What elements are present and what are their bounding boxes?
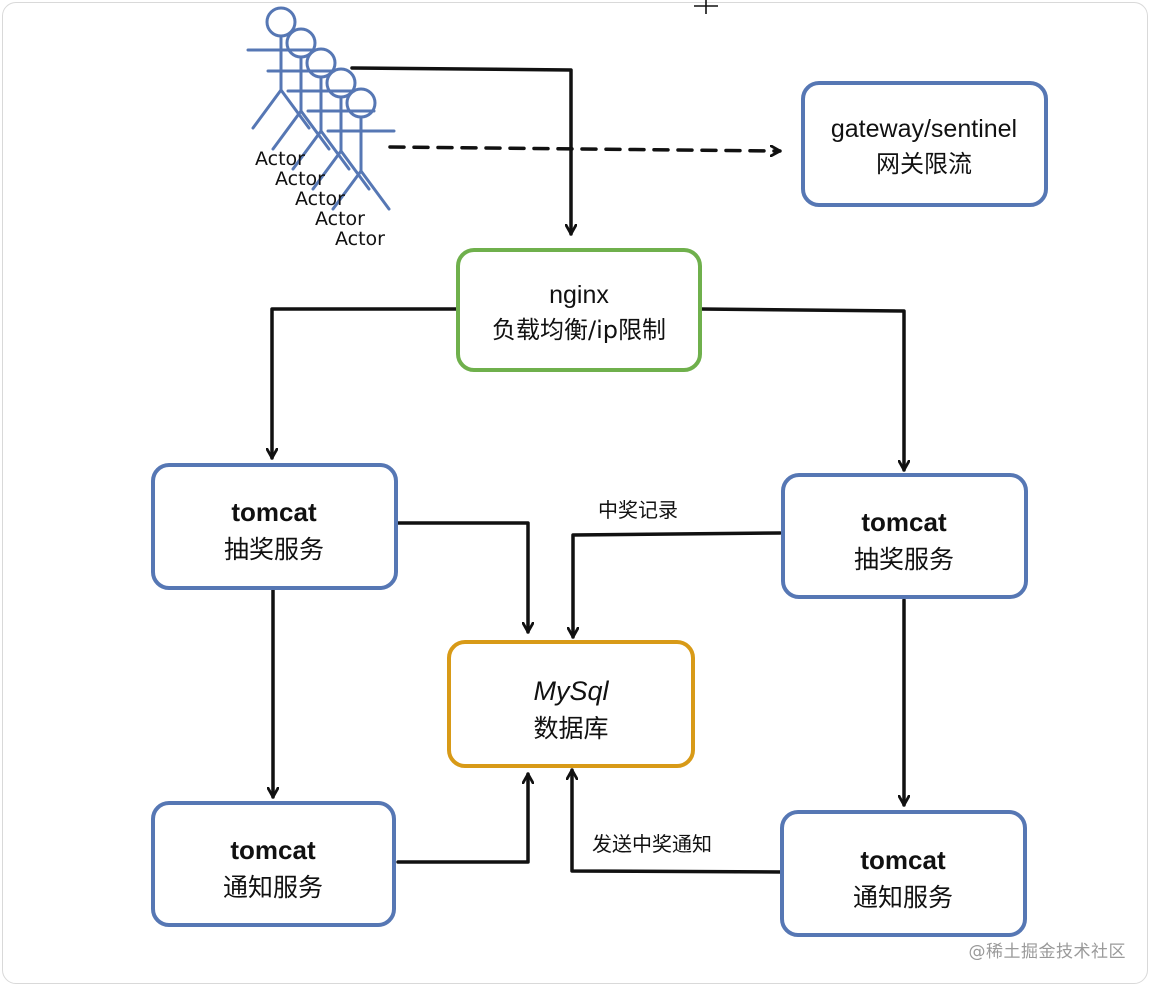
actor-figure-icon [266, 27, 336, 151]
actor-figure-icon [306, 67, 376, 191]
edge-nginx-to-left-lottery [272, 307, 460, 460]
actor-group [246, 6, 396, 211]
tomcat-lottery-right-title: tomcat [861, 507, 947, 537]
tomcat-notify-right-node: tomcat 通知服务 [780, 810, 1027, 937]
tomcat-lottery-right-subtitle: 抽奖服务 [854, 545, 954, 574]
actor-label: Actor [315, 208, 365, 230]
gateway-title: gateway/sentinel [831, 115, 1017, 143]
actor-figure-icon [286, 47, 356, 171]
tomcat-notify-right-subtitle: 通知服务 [853, 883, 953, 912]
tomcat-lottery-left-subtitle: 抽奖服务 [224, 535, 324, 564]
actor-label: Actor [255, 148, 305, 170]
mysql-subtitle: 数据库 [533, 714, 608, 743]
actor-figure-icon [246, 6, 316, 130]
gateway-subtitle: 网关限流 [876, 150, 972, 178]
watermark: @稀土掘金技术社区 [968, 942, 1126, 962]
tomcat-lottery-left-node: tomcat 抽奖服务 [151, 463, 398, 590]
mysql-node: MySql 数据库 [447, 640, 695, 768]
actor-label: Actor [335, 228, 385, 250]
tomcat-notify-right-title: tomcat [860, 845, 946, 875]
edge-actors-to-nginx [350, 66, 571, 236]
edge-right-lottery-to-mysql [573, 531, 782, 639]
edge-nginx-to-right-lottery [698, 307, 904, 472]
actor-figure-icon [326, 87, 396, 211]
edge-left-lottery-to-mysql [396, 521, 528, 634]
edge-left-notify-to-mysql [396, 772, 528, 864]
actor-label: Actor [295, 188, 345, 210]
nginx-node: nginx 负载均衡/ip限制 [456, 248, 702, 372]
gateway-node: gateway/sentinel 网关限流 [801, 81, 1048, 207]
crosshair-icon [694, 0, 718, 14]
nginx-subtitle: 负载均衡/ip限制 [492, 316, 666, 344]
edge-label-send-notice: 发送中奖通知 [592, 832, 712, 856]
tomcat-notify-left-node: tomcat 通知服务 [151, 801, 396, 927]
tomcat-lottery-right-node: tomcat 抽奖服务 [781, 473, 1028, 599]
edge-right-notify-to-mysql [572, 768, 784, 874]
tomcat-notify-left-title: tomcat [230, 835, 316, 865]
tomcat-notify-left-subtitle: 通知服务 [223, 873, 323, 902]
edge-label-win-record: 中奖记录 [598, 498, 678, 522]
tomcat-lottery-left-title: tomcat [231, 497, 317, 527]
actor-label: Actor [275, 168, 325, 190]
edge-actors-to-gateway [388, 147, 782, 151]
nginx-title: nginx [549, 281, 609, 309]
mysql-title: MySql [533, 676, 609, 706]
